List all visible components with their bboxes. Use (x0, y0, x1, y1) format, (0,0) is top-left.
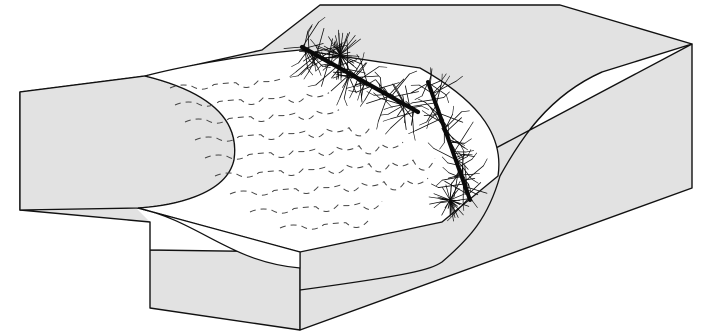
block-diagram-svg (0, 0, 702, 334)
diagram-stage (0, 0, 702, 334)
